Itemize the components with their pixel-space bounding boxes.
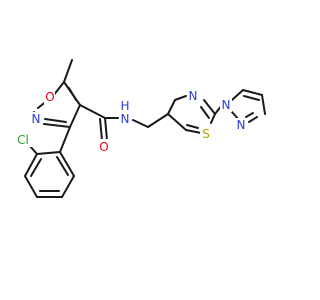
svg-text:N: N <box>121 112 130 126</box>
bond <box>24 175 38 198</box>
svg-text:O: O <box>99 140 108 154</box>
bond <box>210 113 216 124</box>
bond <box>174 95 187 101</box>
bond <box>59 126 71 153</box>
bond <box>167 99 176 115</box>
svg-text:Cl: Cl <box>17 133 29 147</box>
bond <box>167 113 187 131</box>
bond <box>30 158 42 177</box>
bond <box>99 118 103 141</box>
bond <box>68 87 77 101</box>
bond <box>61 175 75 198</box>
svg-text:S: S <box>202 127 210 141</box>
bond <box>243 95 260 101</box>
bond <box>200 106 210 119</box>
svg-text:H: H <box>120 99 129 113</box>
bond <box>59 151 75 177</box>
bond <box>231 89 244 101</box>
bond <box>69 104 81 128</box>
bond <box>36 151 61 155</box>
svg-text:O: O <box>45 90 54 104</box>
bond <box>245 112 254 118</box>
bond <box>79 104 106 119</box>
bond <box>44 118 67 123</box>
bond <box>185 129 202 134</box>
amide-oxygen-atom: O <box>99 139 110 154</box>
svg-text:N: N <box>237 118 246 132</box>
ring-nitrogen-atom: N <box>30 112 41 126</box>
pyrazole-n2-atom: N <box>235 118 247 132</box>
thiazole-nitrogen-atom: N <box>187 89 199 103</box>
bond <box>261 94 266 115</box>
chlorine-atom: Cl <box>14 133 32 147</box>
bond <box>132 119 149 128</box>
molecule-structure-diagram: O N Cl O N H N S <box>14 59 266 198</box>
svg-text:N: N <box>189 89 198 103</box>
svg-text:N: N <box>32 112 41 126</box>
bond <box>104 117 108 141</box>
ring-oxygen-atom: O <box>44 90 55 104</box>
thiazole-sulfur-atom: S <box>200 127 212 141</box>
bond <box>203 99 216 115</box>
bond <box>248 116 258 123</box>
bond <box>43 123 71 128</box>
bond <box>24 153 38 177</box>
bond-layer <box>24 59 266 198</box>
bond <box>186 124 199 129</box>
amide-hydrogen-atom: H <box>119 99 131 113</box>
bond <box>242 89 263 96</box>
bond <box>63 59 73 83</box>
bond <box>147 113 169 128</box>
atom-label-layer: O N Cl O N H N S <box>14 89 247 154</box>
svg-text:N: N <box>222 98 231 112</box>
amide-nitrogen-atom: N <box>119 112 132 126</box>
pyrazole-n1-atom: N <box>220 98 232 112</box>
bond <box>56 156 69 176</box>
